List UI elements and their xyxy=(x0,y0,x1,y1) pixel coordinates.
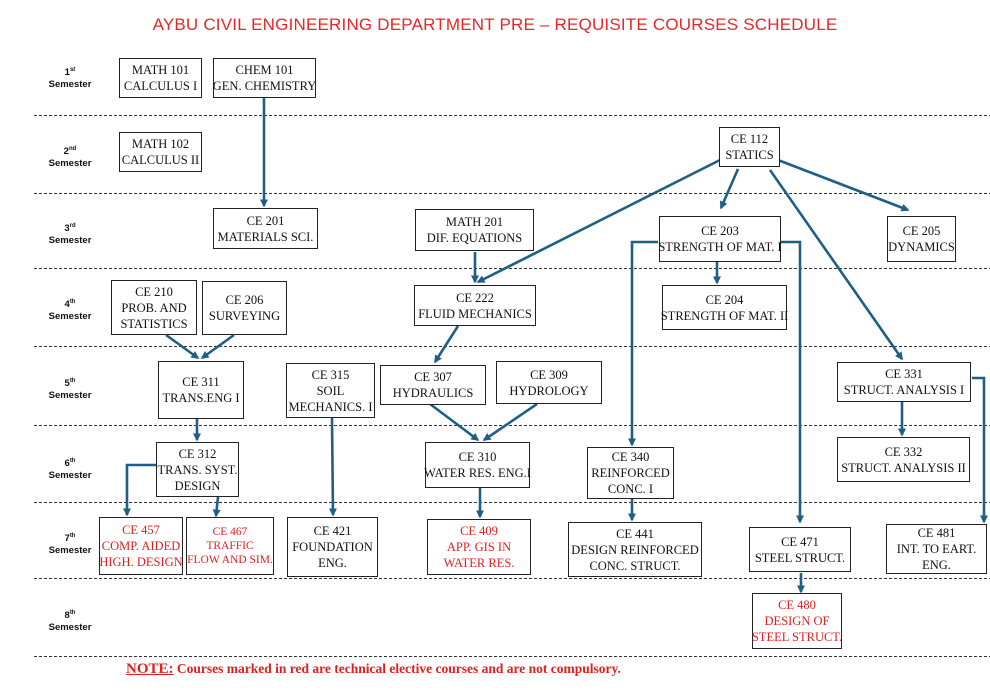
semester-divider xyxy=(34,425,990,426)
semester-divider xyxy=(34,115,990,116)
arrow-ce315-ce421 xyxy=(328,417,337,517)
note-label: NOTE: xyxy=(126,661,174,677)
arrow-ce222-ce307 xyxy=(433,325,460,364)
arrow-ce309-ce310 xyxy=(482,402,538,442)
arrow-ce312-ce467 xyxy=(212,496,221,518)
arrow-ce112-ce471 xyxy=(780,240,804,524)
arrow-ce203-ce340 xyxy=(628,240,658,447)
semester-divider xyxy=(34,268,990,269)
page-title: AYBU CIVIL ENGINEERING DEPARTMENT PRE – … xyxy=(152,15,838,34)
semester-divider xyxy=(34,578,990,579)
arrow-ce112-ce205 xyxy=(777,158,910,212)
arrow-ce112-ce331 xyxy=(768,169,904,361)
semester-divider xyxy=(34,656,990,657)
arrow-ce307-ce310 xyxy=(429,402,480,442)
semester-divider xyxy=(34,193,990,194)
note-text: Courses marked in red are technical elec… xyxy=(176,661,621,676)
arrow-ce312-ce457 xyxy=(123,463,156,517)
arrow-ce331-ce481 xyxy=(972,376,988,524)
semester-divider xyxy=(34,346,990,347)
arrow-ce112-ce203 xyxy=(719,168,740,210)
semester-divider xyxy=(34,502,990,503)
footnote: NOTE: Courses marked in red are technica… xyxy=(126,661,621,678)
